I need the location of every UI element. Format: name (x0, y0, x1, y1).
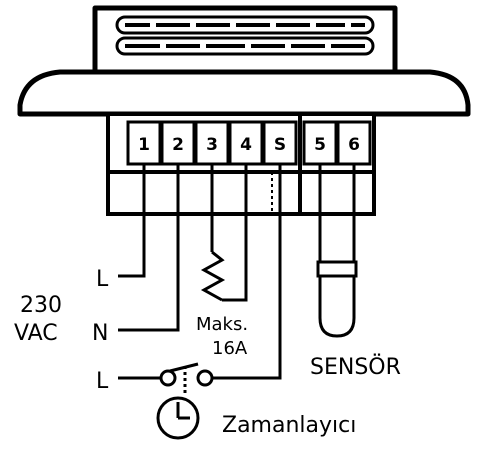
wires (118, 164, 282, 380)
label-timer: Zamanlayıcı (222, 413, 356, 438)
display-strips (115, 15, 375, 56)
timer-switch-icon (159, 362, 214, 396)
terminal-1-label: 1 (138, 135, 150, 155)
terminal-2-label: 2 (172, 135, 184, 155)
wire-timer (212, 164, 282, 380)
wire-load-out (222, 164, 248, 302)
label-max-load-1: Maks. (196, 314, 248, 335)
wire-line-top (118, 164, 146, 278)
sensor-probe-icon (316, 164, 358, 338)
label-line-top: L (96, 267, 109, 292)
terminal-s-label: S (274, 135, 286, 155)
terminal-5-label: 5 (314, 135, 326, 155)
label-neutral: N (92, 321, 108, 346)
terminal-4-label: 4 (240, 135, 252, 155)
terminal-labels: 1 2 3 4 S 5 6 (138, 135, 360, 155)
label-voltage-1: 230 (20, 293, 62, 318)
load-zigzag-icon (200, 250, 226, 302)
terminal-cells (126, 120, 372, 166)
label-max-load-2: 16A (212, 338, 248, 359)
terminal-6-label: 6 (348, 135, 360, 155)
label-sensor: SENSÖR (310, 354, 401, 380)
label-line-bottom: L (96, 369, 109, 394)
terminal-3-label: 3 (206, 135, 218, 155)
label-voltage-2: VAC (14, 321, 58, 346)
timer-clock-icon (156, 396, 200, 440)
wire-neutral (118, 164, 180, 332)
